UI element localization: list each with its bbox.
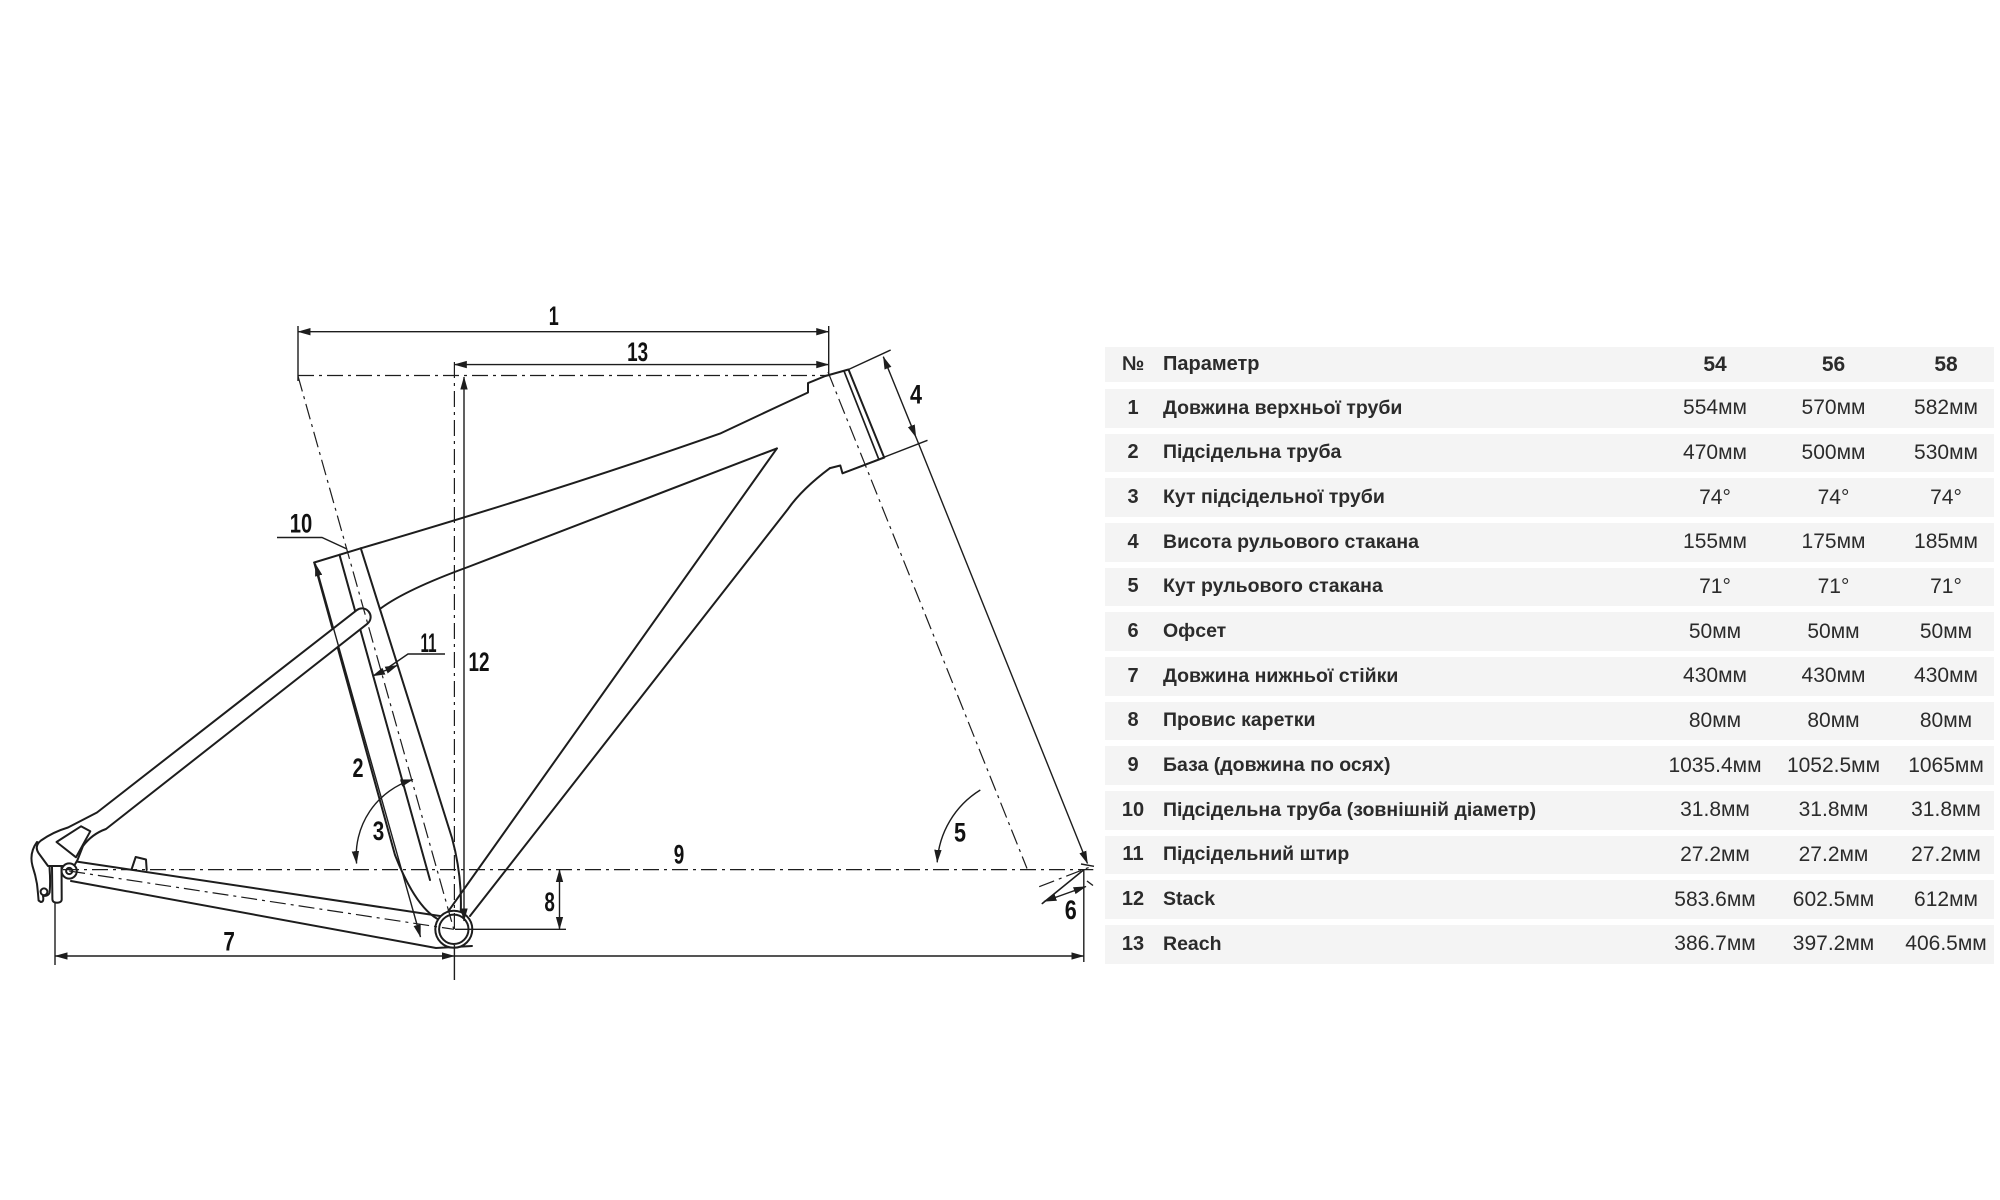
svg-text:13: 13 [627, 337, 648, 367]
svg-text:11: 11 [421, 628, 437, 658]
svg-text:9: 9 [674, 839, 685, 869]
svg-text:1: 1 [549, 301, 559, 331]
svg-text:2: 2 [353, 753, 364, 783]
svg-text:4: 4 [910, 380, 922, 410]
svg-text:6: 6 [1065, 895, 1077, 925]
svg-text:12: 12 [469, 647, 490, 677]
svg-text:7: 7 [223, 927, 235, 957]
svg-text:8: 8 [544, 887, 555, 917]
svg-text:3: 3 [373, 816, 385, 846]
svg-text:5: 5 [954, 818, 966, 848]
svg-text:10: 10 [290, 509, 313, 539]
